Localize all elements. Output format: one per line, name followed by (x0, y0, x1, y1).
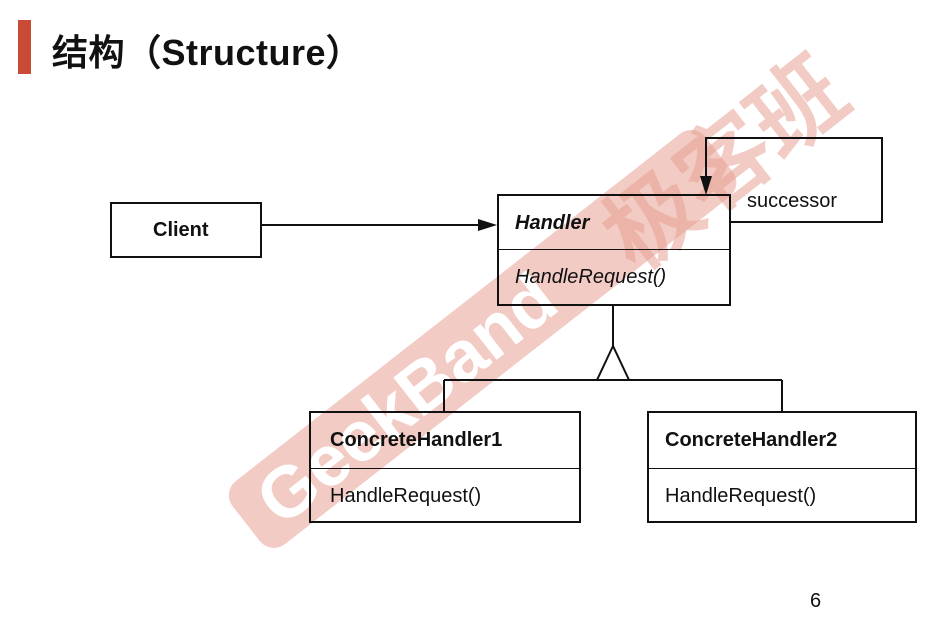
concrete-handler-1-operation: HandleRequest() (330, 485, 482, 507)
concrete-handler-2-box: ConcreteHandler2 HandleRequest() (647, 411, 917, 523)
concrete-handler-2-divider (649, 468, 915, 469)
successor-self-association (705, 137, 883, 223)
inheritance-triangle (595, 343, 631, 381)
concrete-handler-1-name: ConcreteHandler1 (330, 429, 503, 451)
concrete-handler-1-divider (311, 468, 579, 469)
handler-operation: HandleRequest() (515, 266, 667, 288)
concrete-handler-1-box: ConcreteHandler1 HandleRequest() (309, 411, 581, 523)
concrete-handler-2-name: ConcreteHandler2 (665, 429, 838, 451)
handler-divider (499, 249, 729, 250)
successor-arrowhead (700, 176, 712, 195)
handler-class-name: Handler (515, 212, 590, 234)
client-class-name: Client (153, 219, 209, 241)
client-class-box: Client (110, 202, 262, 258)
handler-class-box: Handler HandleRequest() (497, 194, 731, 306)
concrete-handler-2-operation: HandleRequest() (665, 485, 817, 507)
successor-label: successor (747, 190, 838, 212)
client-handler-arrowhead (478, 219, 497, 231)
page-number: 6 (810, 590, 822, 612)
title-accent-bar (18, 20, 31, 74)
slide-title: 结构（Structure） (52, 32, 363, 73)
